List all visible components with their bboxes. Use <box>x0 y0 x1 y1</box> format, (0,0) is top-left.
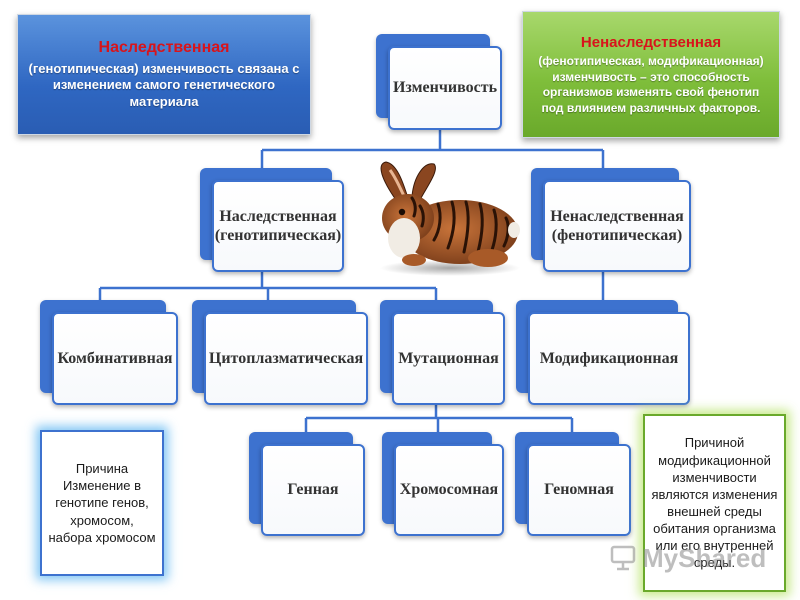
hereditary-definition-text: (генотипическая) изменчивость связана с … <box>28 60 300 110</box>
node-variability-label: Изменчивость <box>388 46 502 130</box>
node-mutational: Мутационная <box>380 300 505 405</box>
node-variability: Изменчивость <box>376 34 502 130</box>
hereditary-cause-box: Причина Изменение в генотипе генов, хром… <box>40 430 164 576</box>
node-mutational-label: Мутационная <box>392 312 505 405</box>
node-combinative-label: Комбинативная <box>52 312 178 405</box>
modification-cause-box: Причиной модификационной изменчивости яв… <box>643 414 786 592</box>
node-cytoplasmic-label: Цитоплазматическая <box>204 312 368 405</box>
nonhereditary-definition-text: (фенотипическая, модификационная) изменч… <box>538 54 764 115</box>
node-hereditary: Наследственная (генотипическая) <box>200 168 344 272</box>
node-modificational-label: Модификационная <box>528 312 690 405</box>
hereditary-cause-text: Причина Изменение в генотипе генов, хром… <box>48 461 156 545</box>
tiger-striped-rabbit-illustration <box>380 161 520 276</box>
node-gene: Генная <box>249 432 365 536</box>
hereditary-definition-box: Наследственная (генотипическая) изменчив… <box>17 14 311 135</box>
node-gene-label: Генная <box>261 444 365 536</box>
nonhereditary-definition-title: Ненаследственная <box>580 33 722 51</box>
node-cytoplasmic: Цитоплазматическая <box>192 300 368 405</box>
node-genomic-label: Геномная <box>527 444 631 536</box>
node-chromosomal: Хромосомная <box>382 432 504 536</box>
node-modificational: Модификационная <box>516 300 690 405</box>
node-combinative: Комбинативная <box>40 300 178 405</box>
node-nonhereditary: Ненаследственная (фенотипическая) <box>531 168 691 272</box>
nonhereditary-definition-box: Ненаследственная (фенотипическая, модифи… <box>522 11 780 138</box>
modification-cause-text: Причиной модификационной изменчивости яв… <box>651 435 778 571</box>
node-chromosomal-label: Хромосомная <box>394 444 504 536</box>
hereditary-definition-title: Наследственная <box>98 38 230 56</box>
node-hereditary-label: Наследственная (генотипическая) <box>212 180 344 272</box>
node-genomic: Геномная <box>515 432 631 536</box>
node-nonhereditary-label: Ненаследственная (фенотипическая) <box>543 180 691 272</box>
